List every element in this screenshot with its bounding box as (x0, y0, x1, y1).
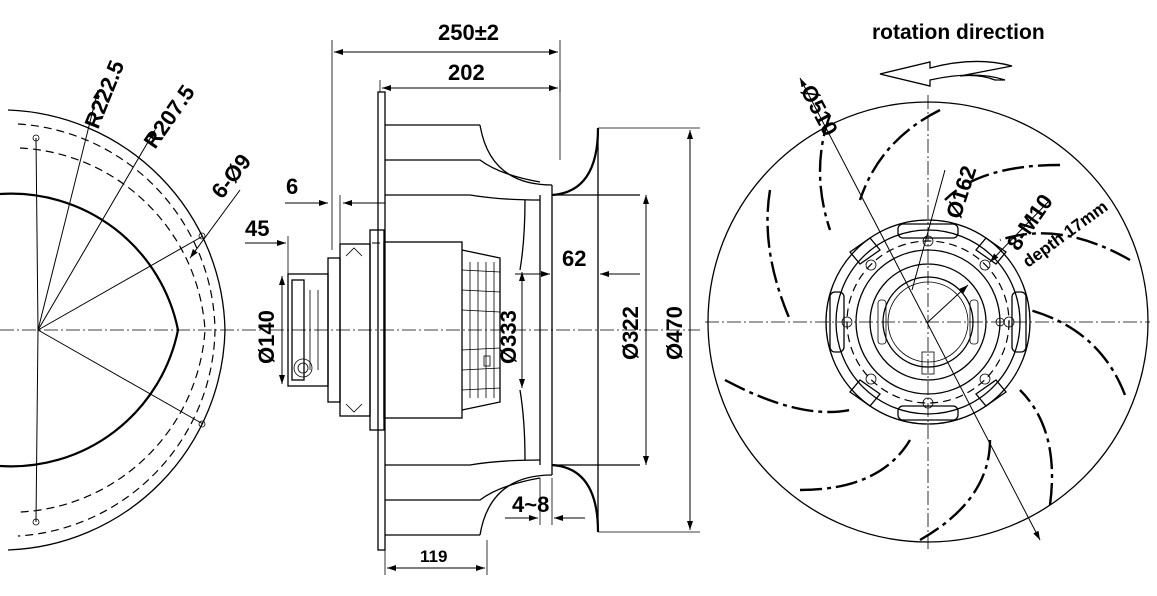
rotation-arrow-icon (879, 60, 1013, 87)
bottom-length-label: 119 (420, 547, 447, 566)
radius-outer-label: R222.5 (79, 57, 129, 132)
gap-label: 4~8 (512, 492, 549, 517)
bolt-circle-label: Ø162 (941, 163, 981, 222)
flange-offset-label: 6 (286, 174, 298, 199)
hub-diameter-label: Ø333 (496, 310, 521, 364)
overall-length-label: 250±2 (438, 20, 499, 45)
front-view (705, 77, 1150, 550)
inlet-diameter-label: Ø322 (618, 306, 643, 360)
shaft-offset-label: 45 (245, 216, 269, 241)
radius-inner-label: R207.5 (139, 80, 200, 152)
inlet-depth-label: 62 (562, 246, 586, 271)
blade-length-label: 202 (448, 60, 485, 85)
side-view (245, 40, 700, 575)
impeller-diameter-label: Ø510 (796, 81, 843, 140)
motor-diameter-label: Ø140 (254, 310, 279, 364)
rotation-direction-title: rotation direction (872, 21, 1045, 44)
ring-diameter-label: Ø470 (662, 306, 687, 360)
left-partial-view (0, 89, 265, 551)
mounting-holes-label: 6-Ø9 (206, 149, 256, 203)
